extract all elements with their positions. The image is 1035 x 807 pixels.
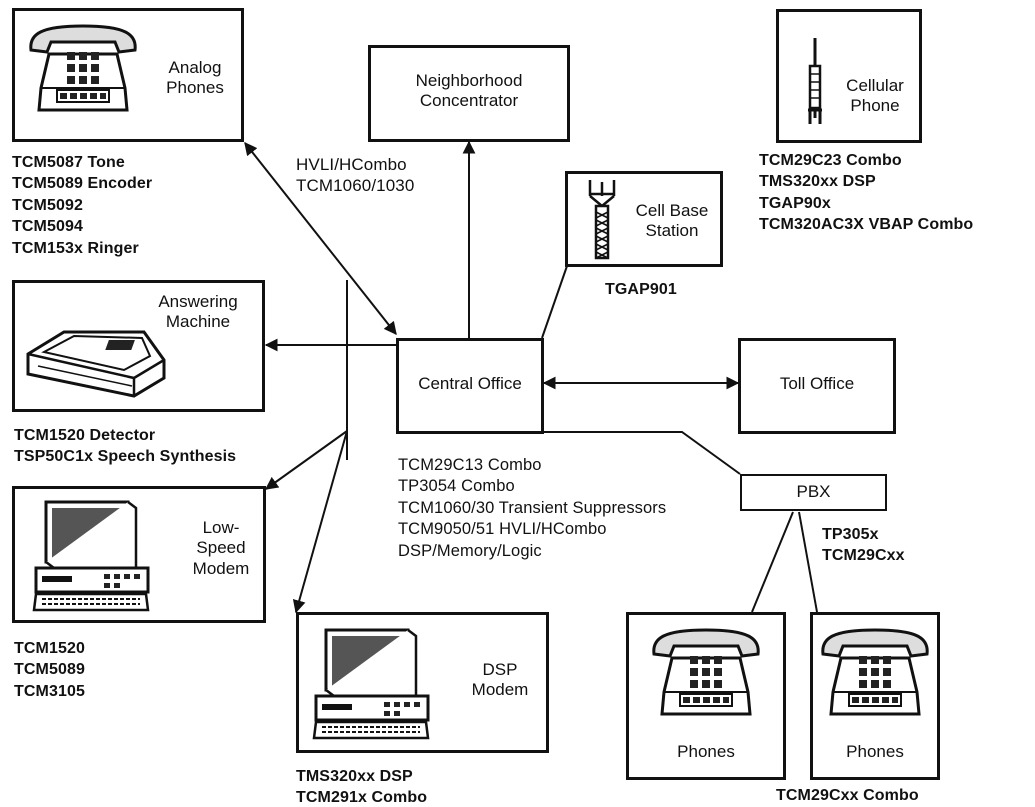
phones-parts: TCM29Cxx Combo (776, 787, 919, 804)
link-central-pbx (544, 431, 741, 475)
link-central-cellbase (541, 265, 568, 339)
phones-right-label: Phones (846, 742, 904, 761)
toll-office-box (738, 338, 896, 434)
link-pbx-phones-right (798, 511, 818, 613)
cell-base-station-parts: TGAP901 (605, 281, 677, 298)
desk-telephone-icon (821, 628, 929, 716)
answering-machine-icon (26, 330, 166, 398)
toll-office-label: Toll Office (779, 374, 855, 393)
pbx-box (740, 474, 887, 511)
link-pbx-phones-left (751, 511, 794, 613)
link-analog-central (244, 141, 397, 336)
cellular-phone-icon (808, 38, 822, 124)
computer-icon (32, 500, 150, 612)
link-bus-dspmodem (292, 430, 348, 614)
cell-base-station-box (565, 171, 723, 267)
pbx-label: PBX (796, 482, 831, 501)
phones-left-label: Phones (677, 742, 735, 761)
desk-telephone-icon (29, 24, 137, 112)
central-office-box (396, 338, 544, 434)
antenna-tower-icon (588, 180, 616, 260)
cellular-phone-box (776, 9, 922, 143)
computer-icon (312, 628, 430, 740)
central-office-label: Central Office (418, 374, 522, 393)
link-bus-lowspeed (264, 430, 348, 490)
neighborhood-concentrator-box (368, 45, 570, 142)
desk-telephone-icon (652, 628, 760, 716)
